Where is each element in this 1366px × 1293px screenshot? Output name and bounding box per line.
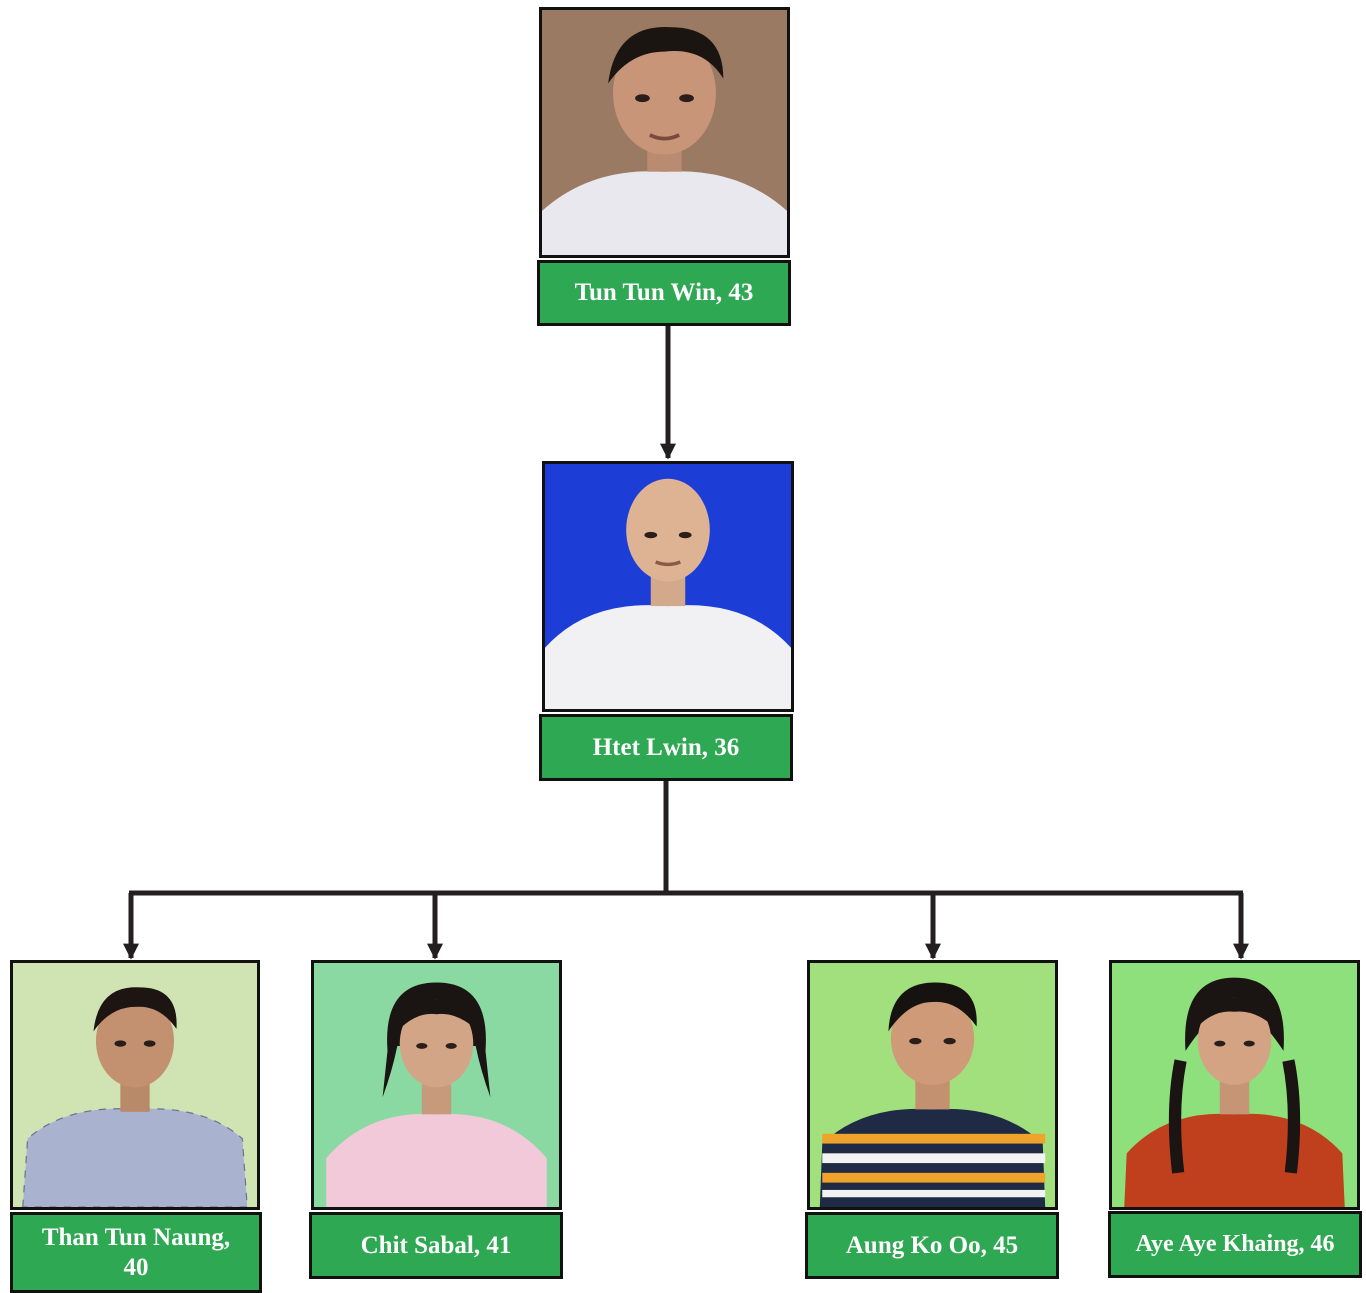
photo-aung-ko-oo — [807, 960, 1058, 1210]
photo-chit-sabal — [311, 960, 562, 1210]
name-label-tun-tun-win: Tun Tun Win, 43 — [537, 260, 791, 326]
name-text-htet-lwin: Htet Lwin, 36 — [592, 733, 740, 761]
name-label-chit-sabal: Chit Sabal, 41 — [309, 1212, 563, 1279]
photo-tun-tun-win — [539, 7, 790, 258]
name-text-aung-ko-oo: Aung Ko Oo, 45 — [845, 1231, 1019, 1259]
name-text-than-tun-naung-line1: Than Tun Naung, — [41, 1223, 231, 1251]
name-text-than-tun-naung-line2: 40 — [123, 1253, 149, 1281]
name-label-htet-lwin: Htet Lwin, 36 — [539, 714, 793, 781]
name-text-chit-sabal: Chit Sabal, 41 — [360, 1231, 512, 1259]
name-label-aye-aye-khaing: Aye Aye Khaing, 46 — [1108, 1211, 1362, 1278]
name-label-than-tun-naung: Than Tun Naung, 40 — [10, 1212, 262, 1293]
name-text-tun-tun-win: Tun Tun Win, 43 — [574, 279, 754, 306]
photo-than-tun-naung — [10, 960, 260, 1210]
name-label-aung-ko-oo: Aung Ko Oo, 45 — [805, 1212, 1059, 1279]
photo-aye-aye-khaing — [1109, 960, 1360, 1210]
name-text-aye-aye-khaing: Aye Aye Khaing, 46 — [1135, 1231, 1335, 1258]
photo-htet-lwin — [542, 461, 794, 712]
